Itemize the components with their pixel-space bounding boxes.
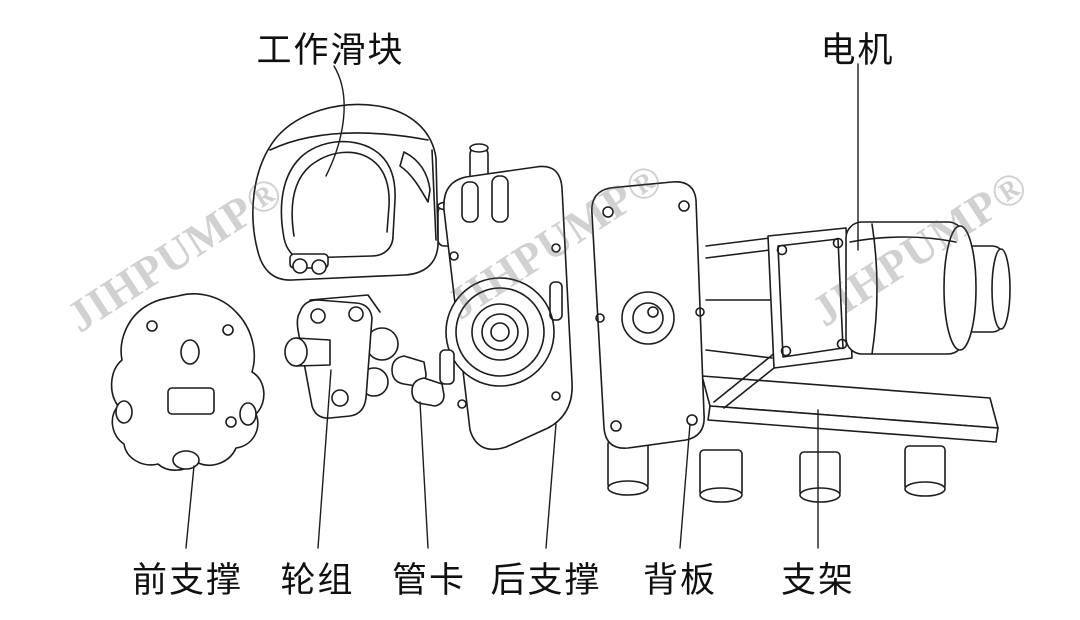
label-rear-support: 后支撑 (490, 561, 602, 600)
leader-lines (185, 63, 859, 549)
label-front-support: 前支撑 (131, 561, 243, 600)
part-tube-clamp (391, 349, 455, 407)
label-working-slider: 工作滑块 (256, 31, 405, 70)
part-back-plate (591, 181, 705, 449)
label-motor: 电机 (820, 31, 895, 70)
part-working-slider (252, 103, 439, 281)
label-tube-clamp: 管卡 (391, 561, 466, 600)
part-rear-support (437, 143, 573, 451)
label-wheel-group: 轮组 (280, 561, 355, 600)
label-bracket: 支架 (780, 561, 855, 600)
part-motor (845, 221, 1011, 355)
label-back-plate: 背板 (642, 561, 717, 600)
part-wheel-group (284, 294, 399, 419)
part-bracket (607, 227, 999, 503)
part-front-support (110, 293, 265, 471)
